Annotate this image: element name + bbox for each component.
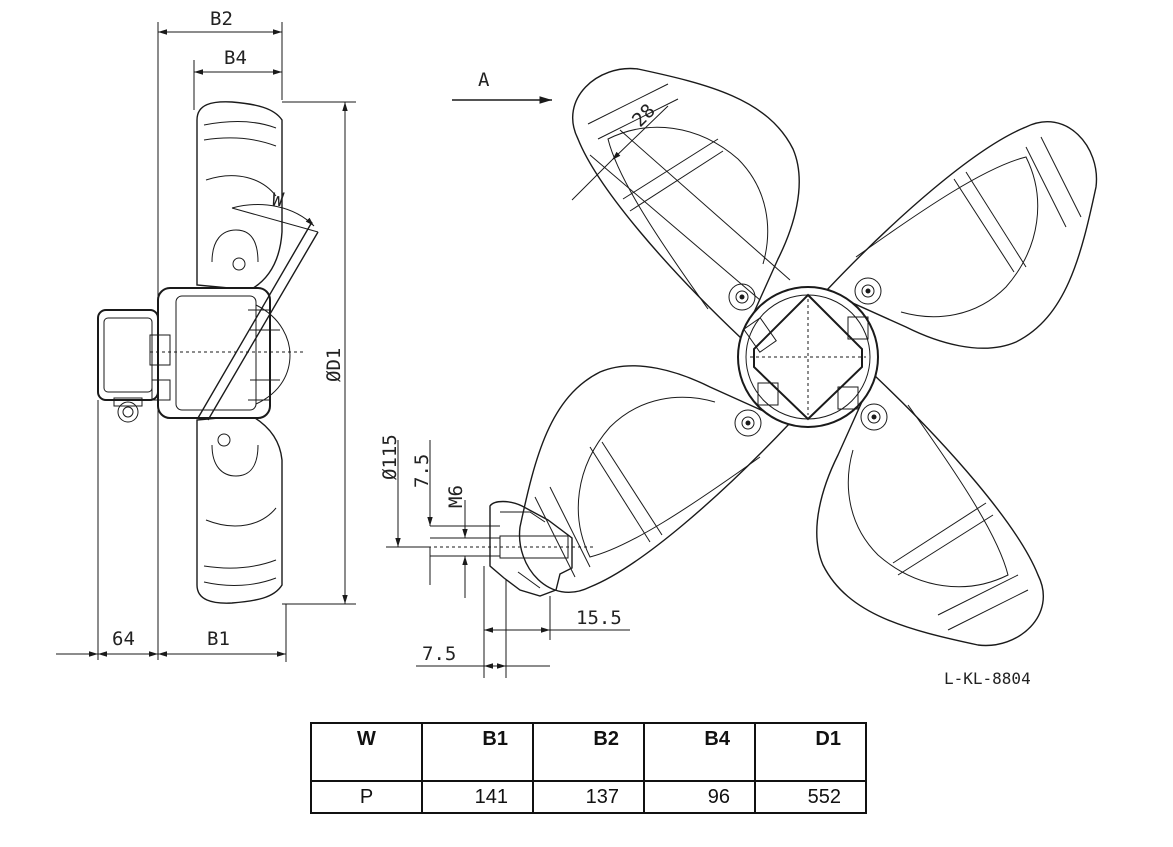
view-a-arrow: A [452, 69, 552, 104]
label-b1: B1 [207, 628, 230, 650]
dimension-table: W B1 B2 B4 D1 P 141 137 96 552 [310, 722, 867, 814]
label-view-a: A [478, 69, 490, 91]
label-b4: B4 [224, 47, 247, 69]
table-header-cell: B2 [532, 722, 645, 782]
table-cell: 552 [754, 780, 867, 814]
technical-drawing: W B2 B4 ØD1 64 B1 A [56, 8, 1098, 688]
table-header-cell: B1 [421, 722, 534, 782]
front-view [518, 67, 1098, 647]
label-d1: ØD1 [323, 348, 345, 382]
table-cell: 141 [421, 780, 534, 814]
side-view: W B2 B4 ØD1 64 B1 [56, 8, 356, 662]
label-7-5-top: 7.5 [411, 454, 433, 488]
label-w: W [272, 189, 285, 211]
label-15-5: 15.5 [576, 607, 622, 629]
lower-blade-profile [196, 414, 283, 604]
upper-blade-profile [196, 101, 283, 291]
table-row: P 141 137 96 552 [310, 780, 867, 814]
label-7-5-bottom: 7.5 [422, 643, 456, 665]
table-cell: P [310, 780, 423, 814]
table-header-cell: W [310, 722, 423, 782]
table-cell: 137 [532, 780, 645, 814]
label-115: Ø115 [379, 434, 401, 480]
terminal-box [97, 309, 159, 401]
motor-housing [157, 287, 271, 419]
table-cell: 96 [643, 780, 756, 814]
table-header-cell: D1 [754, 722, 867, 782]
table-header-cell: B4 [643, 722, 756, 782]
reference-code: L-KL-8804 [944, 669, 1031, 688]
label-m6: M6 [445, 485, 467, 508]
table-header-row: W B1 B2 B4 D1 [310, 722, 867, 782]
label-64: 64 [112, 628, 135, 650]
shaft-detail: Ø115 7.5 M6 15.5 7.5 [379, 434, 630, 678]
label-b2: B2 [210, 8, 233, 30]
